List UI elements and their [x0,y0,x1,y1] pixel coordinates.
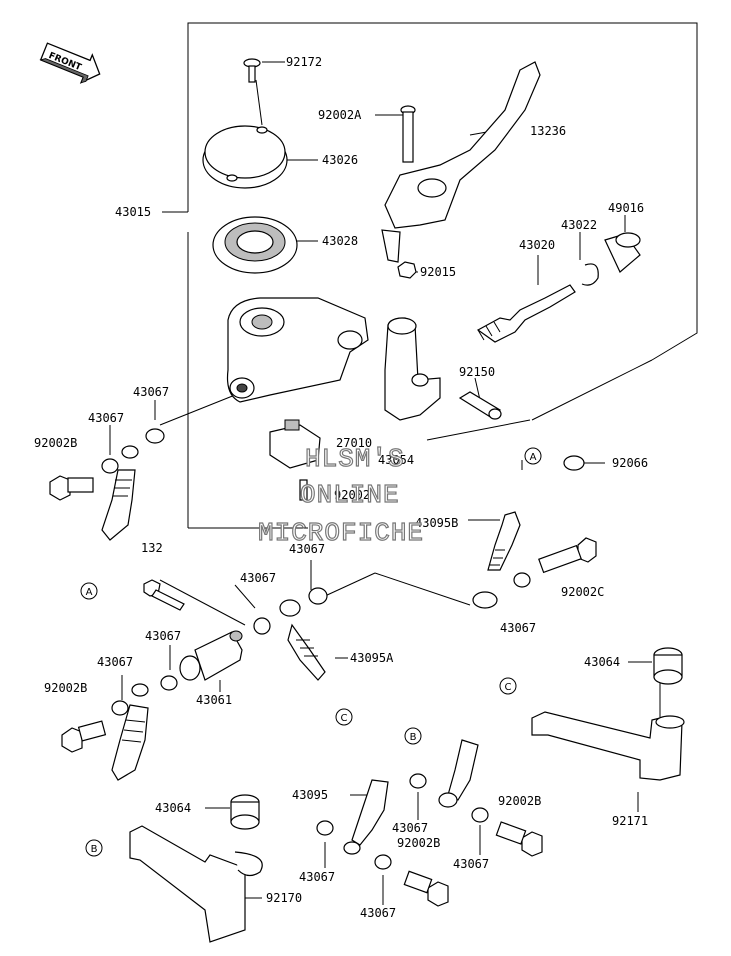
nut-92015 [397,261,417,279]
cap-92066 [563,455,585,471]
svg-text:C: C [505,682,512,693]
assembly-frame [162,22,698,529]
label-92066: 92066 [612,456,648,470]
label-43067-b: 43067 [88,411,124,425]
label-43020: 43020 [519,238,555,252]
label-43095A: 43095A [350,651,394,665]
bolt-92150 [458,391,502,420]
label-92171: 92171 [612,814,648,828]
svg-text:C: C [341,713,348,724]
diaphragm-43028 [212,216,298,274]
screw-92002 [299,479,308,501]
label-43067-d: 43067 [240,571,276,585]
svg-text:B: B [410,732,417,743]
callout-a-1: A [80,582,98,600]
reservoir-cap-43026 [202,125,288,189]
hose-43095B [472,511,521,609]
label-13236: 13236 [530,124,566,138]
label-92002: 92002 [334,488,370,502]
label-43067-f: 43067 [145,629,181,643]
hose-center-right [438,739,479,808]
hose-43095A [279,599,326,681]
hose-upper-left [101,445,139,541]
callout-b-2: B [85,839,103,857]
watermark-line-1: HLSM'S [305,444,405,474]
label-43026: 43026 [322,153,358,167]
label-43061: 43061 [196,693,232,707]
label-43067-j: 43067 [453,857,489,871]
bolt-132 [143,579,185,611]
switch-43061 [179,630,243,681]
bracket-92171 [531,711,685,781]
label-92002B-c: 92002B [498,794,541,808]
watermark-line-3: MICROFICHE [258,518,424,548]
label-132: 132 [141,541,163,555]
label-49016: 49016 [608,201,644,215]
label-43015: 43015 [115,205,151,219]
label-92150: 92150 [459,365,495,379]
label-92170: 92170 [266,891,302,905]
front-arrow-icon: FRONT [39,42,101,84]
label-43067-i: 43067 [299,870,335,884]
watermark: HLSM'S ONLINE MICROFICHE [257,443,424,548]
label-92002B-b: 92002B [44,681,87,695]
label-27010: 27010 [336,436,372,450]
svg-text:B: B [91,844,98,855]
callout-markers: A A B B C C [80,447,542,857]
bolt-92002C [538,537,597,574]
bolt-92002B-upper [49,475,94,501]
label-43095B: 43095B [415,516,458,530]
rubber-43064-lower [230,794,260,830]
circlip-43022 [581,263,599,286]
label-43064-a: 43064 [584,655,620,669]
callout-c-2: C [335,708,353,726]
part-number-labels: 92172 92002A 13236 43026 43015 43028 490… [34,55,648,920]
label-43067-g: 43067 [97,655,133,669]
svg-text:A: A [86,587,93,598]
label-43028: 43028 [322,234,358,248]
label-92015: 92015 [420,265,456,279]
label-43064-b: 43064 [155,801,191,815]
banjo-bolts [49,475,597,907]
label-43067-c: 43067 [289,542,325,556]
boot-49016 [604,232,641,273]
bolt-92002B-bottom [403,870,449,907]
watermark-line-2: ONLINE [300,480,400,510]
callout-c-1: C [499,677,517,695]
bolt-92002B-lower-left [61,720,107,753]
callout-b-1: B [404,727,422,745]
hose-43095 [343,779,389,855]
clamp-43054 [384,317,441,421]
label-43067-h: 43067 [392,821,428,835]
master-cylinder-body-43015 [226,297,369,403]
brake-lever-13236 [381,61,541,263]
label-92002A: 92002A [318,108,362,122]
label-43054: 43054 [378,453,414,467]
label-92002B-a: 92002B [34,436,77,450]
svg-text:A: A [530,452,537,463]
washers [101,428,531,870]
callout-a-2: A [524,447,542,465]
hose-lower-left [111,683,149,781]
pivot-bolt-92002A [400,105,416,163]
piston-43020 [476,284,576,343]
label-43095: 43095 [292,788,328,802]
label-43022: 43022 [561,218,597,232]
switch-27010 [269,419,321,469]
label-92172: 92172 [286,55,322,69]
screw-92172 [243,58,261,83]
label-43067-e: 43067 [500,621,536,635]
label-92002C: 92002C [561,585,604,599]
label-43067-a: 43067 [133,385,169,399]
rubber-43064-upper [653,647,683,685]
label-43067-k: 43067 [360,906,396,920]
label-92002B-d: 92002B [397,836,440,850]
bolt-92002B-right [495,821,543,857]
bracket-92170 [129,825,263,943]
